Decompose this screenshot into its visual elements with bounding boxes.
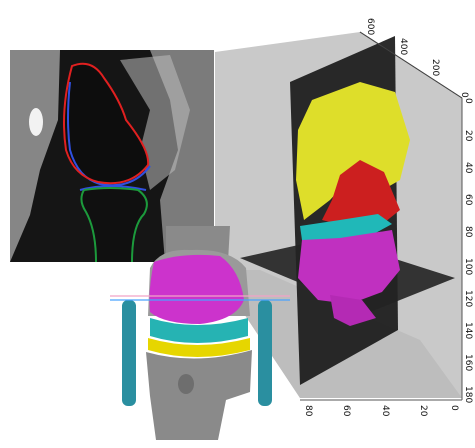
right-tick-label: 40 [463, 162, 473, 174]
right-tick-label: 60 [463, 194, 473, 206]
top-tick-label: 600 [365, 18, 375, 35]
side-cartilage-right [258, 300, 272, 406]
bottom-axis: 80 60 40 20 0 [303, 405, 459, 417]
right-tick-label: 80 [463, 226, 473, 238]
right-axis: 0 20 40 60 80 100 120 140 160 180 [463, 98, 473, 403]
right-tick-label: 100 [463, 258, 473, 275]
right-tick-label: 20 [463, 130, 473, 142]
bottom-tick-label: 20 [418, 405, 428, 417]
top-tick-label: 400 [398, 38, 408, 55]
bright-spot [29, 108, 43, 136]
femoral-cartilage [150, 255, 245, 324]
right-tick-label: 180 [463, 386, 473, 403]
right-tick-label: 140 [463, 322, 473, 339]
fibula-head [178, 374, 194, 394]
right-tick-label: 160 [463, 354, 473, 371]
bottom-tick-label: 80 [303, 405, 313, 417]
tibia-3d [146, 350, 252, 440]
bottom-tick-label: 0 [449, 405, 459, 411]
bottom-tick-label: 40 [380, 405, 390, 417]
side-cartilage-left [122, 300, 136, 406]
top-tick-label: 200 [430, 59, 440, 76]
right-tick-label: 0 [463, 98, 473, 104]
bottom-tick-label: 60 [341, 405, 351, 417]
right-tick-label: 120 [463, 290, 473, 307]
